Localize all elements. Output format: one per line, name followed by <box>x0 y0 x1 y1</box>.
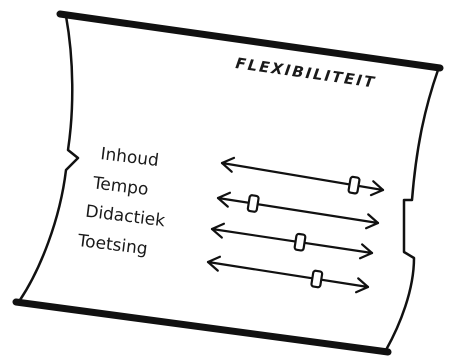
arrow-right-icon <box>354 277 370 294</box>
slider-track <box>210 227 374 255</box>
slider-didactiek[interactable] <box>210 222 374 260</box>
slider-label-didactiek: Didactiek <box>84 202 166 232</box>
slider-group <box>206 156 385 294</box>
slider-inhoud[interactable] <box>220 156 385 197</box>
slider-knob[interactable] <box>246 194 260 213</box>
slider-knob[interactable] <box>347 175 361 195</box>
arrow-left-icon <box>210 222 226 239</box>
diagram-title: FLEXIBILITEIT <box>234 54 377 92</box>
slider-labels: Inhoud Tempo Didactiek Toetsing <box>76 144 167 260</box>
slider-knob[interactable] <box>293 232 307 252</box>
slider-toetsing[interactable] <box>206 255 370 294</box>
arrow-right-icon <box>358 243 374 260</box>
arrow-left-icon <box>216 191 232 208</box>
slider-label-tempo: Tempo <box>91 173 150 200</box>
arrow-right-icon <box>369 180 385 197</box>
slider-tempo[interactable] <box>216 191 380 230</box>
paper-sheet <box>12 10 444 356</box>
slider-label-toetsing: Toetsing <box>76 231 149 260</box>
slider-label-inhoud: Inhoud <box>99 144 160 171</box>
slider-knob[interactable] <box>310 269 324 289</box>
arrow-left-icon <box>206 255 222 272</box>
arrow-right-icon <box>364 213 380 230</box>
slider-track <box>216 196 380 225</box>
arrow-left-icon <box>220 156 236 173</box>
slider-track <box>206 260 370 289</box>
